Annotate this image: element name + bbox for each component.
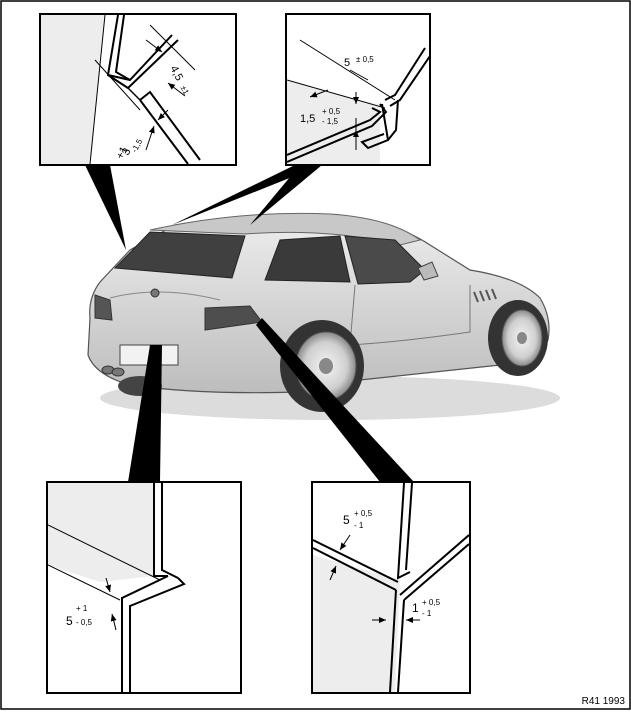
dim-br-b-tol-lower: - 1 [422, 609, 432, 618]
tail-light-left [94, 294, 113, 321]
leader-top-right-a [172, 165, 322, 225]
detail-panel-bottom-left: 5 + 1 - 0,5 [46, 481, 242, 694]
dim-tl-b-value: 3 [120, 146, 133, 157]
dim-tr-a: 5 [344, 57, 350, 69]
leader-bottom-right [256, 318, 414, 482]
dim-br-b-tol-upper: + 0,5 [422, 598, 441, 607]
side-vents [473, 288, 497, 303]
leader-top-left [85, 165, 126, 250]
dim-tl-b: +1 [114, 145, 130, 162]
rear-window [113, 231, 246, 279]
dim-bl-a-tol-upper: + 1 [76, 604, 88, 613]
dim-br-b: 1 [412, 601, 419, 615]
leader-bottom-left [128, 345, 162, 482]
dim-tr-b: 1,5 [300, 113, 315, 125]
dim-tr-a-tol: ± 0,5 [356, 55, 374, 64]
trunk-line [109, 291, 221, 301]
dim-bl-a: 5 [66, 614, 73, 628]
emblem [150, 288, 160, 298]
dim-br-a-tol-upper: + 0,5 [354, 509, 373, 518]
detail-panel-bottom-right: 5 + 0,5 - 1 1 + 0,5 - 1 [311, 481, 471, 694]
car-roof [149, 212, 422, 246]
dim-bl-a-tol-lower: - 0,5 [76, 618, 93, 627]
leader-top-right-b [250, 165, 322, 225]
leader-wedges [85, 165, 414, 482]
dim-br-a-tol-lower: - 1 [354, 521, 364, 530]
dim-tr-b-tol-lower: - 1,5 [322, 117, 339, 126]
side-mirror [417, 261, 439, 281]
detail-panel-top-right: 5 ± 0,5 1,5 + 0,5 - 1,5 [285, 13, 431, 166]
detail-panel-top-left: 4,5 ±1 +1 3 -1,5 [39, 13, 237, 166]
rear-wheel [280, 320, 364, 412]
side-window-rear [264, 235, 351, 283]
figure-reference: R41 1993 [581, 696, 625, 707]
exhaust-right [111, 367, 125, 377]
side-window-front [344, 235, 426, 285]
dim-br-a: 5 [343, 513, 350, 527]
front-wheel [488, 300, 548, 376]
dim-tr-b-tol-upper: + 0,5 [322, 107, 341, 116]
